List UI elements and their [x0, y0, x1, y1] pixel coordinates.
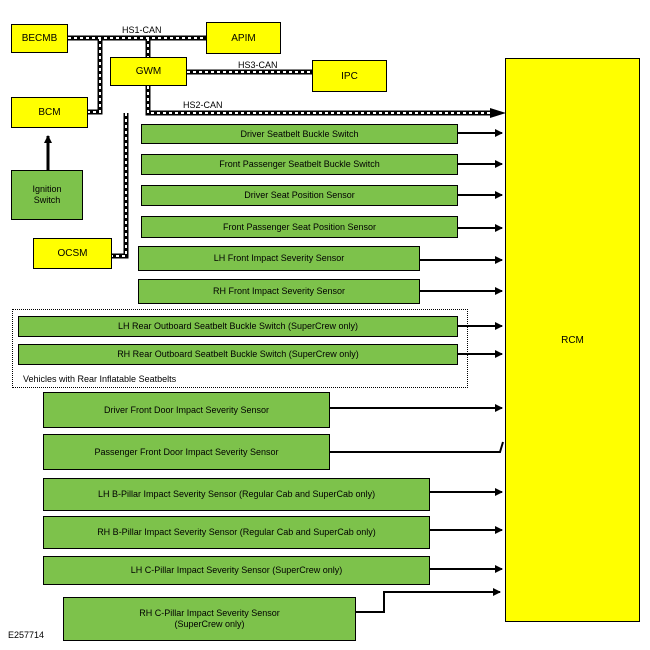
hs1-can-label: HS1-CAN: [122, 25, 162, 35]
rh-front-impact-severity-sensor: RH Front Impact Severity Sensor: [138, 279, 420, 304]
figure-id: E257714: [8, 630, 45, 640]
rh-c-pillar-impact-severity-sensor: RH C-Pillar Impact Severity Sensor (Supe…: [63, 597, 356, 641]
lh-b-pillar-impact-severity-sensor: LH B-Pillar Impact Severity Sensor (Regu…: [43, 478, 430, 511]
ocsm-module: OCSM: [33, 238, 112, 269]
rcm-module: RCM: [505, 58, 640, 622]
gwm-module: GWM: [110, 57, 187, 86]
bcm-module: BCM: [11, 97, 88, 128]
becmb-module: BECMB: [11, 24, 68, 53]
driver-front-door-impact-severity-sensor: Driver Front Door Impact Severity Sensor: [43, 392, 330, 428]
hs3-can-label: HS3-CAN: [238, 60, 278, 70]
lh-rear-outboard-seatbelt-buckle-switch: LH Rear Outboard Seatbelt Buckle Switch …: [18, 316, 458, 337]
rh-b-pillar-impact-severity-sensor: RH B-Pillar Impact Severity Sensor (Regu…: [43, 516, 430, 549]
lh-c-pillar-impact-severity-sensor: LH C-Pillar Impact Severity Sensor (Supe…: [43, 556, 430, 585]
lh-front-impact-severity-sensor: LH Front Impact Severity Sensor: [138, 246, 420, 271]
passenger-front-door-impact-severity-sensor: Passenger Front Door Impact Severity Sen…: [43, 434, 330, 470]
ignition-switch: Ignition Switch: [11, 170, 83, 220]
group-note: Vehicles with Rear Inflatable Seatbelts: [23, 374, 177, 384]
ipc-module: IPC: [312, 60, 387, 92]
apim-module: APIM: [206, 22, 281, 54]
hs2-can-label: HS2-CAN: [183, 100, 223, 110]
front-passenger-seat-position-sensor: Front Passenger Seat Position Sensor: [141, 216, 458, 238]
driver-seat-position-sensor: Driver Seat Position Sensor: [141, 185, 458, 206]
driver-seatbelt-buckle-switch: Driver Seatbelt Buckle Switch: [141, 124, 458, 144]
front-passenger-seatbelt-buckle-switch: Front Passenger Seatbelt Buckle Switch: [141, 154, 458, 175]
can-bus-lines: [68, 35, 506, 259]
rh-rear-outboard-seatbelt-buckle-switch: RH Rear Outboard Seatbelt Buckle Switch …: [18, 344, 458, 365]
sensor-arrows: [330, 129, 504, 613]
rear-inflatable-seatbelt-group: [12, 309, 468, 388]
